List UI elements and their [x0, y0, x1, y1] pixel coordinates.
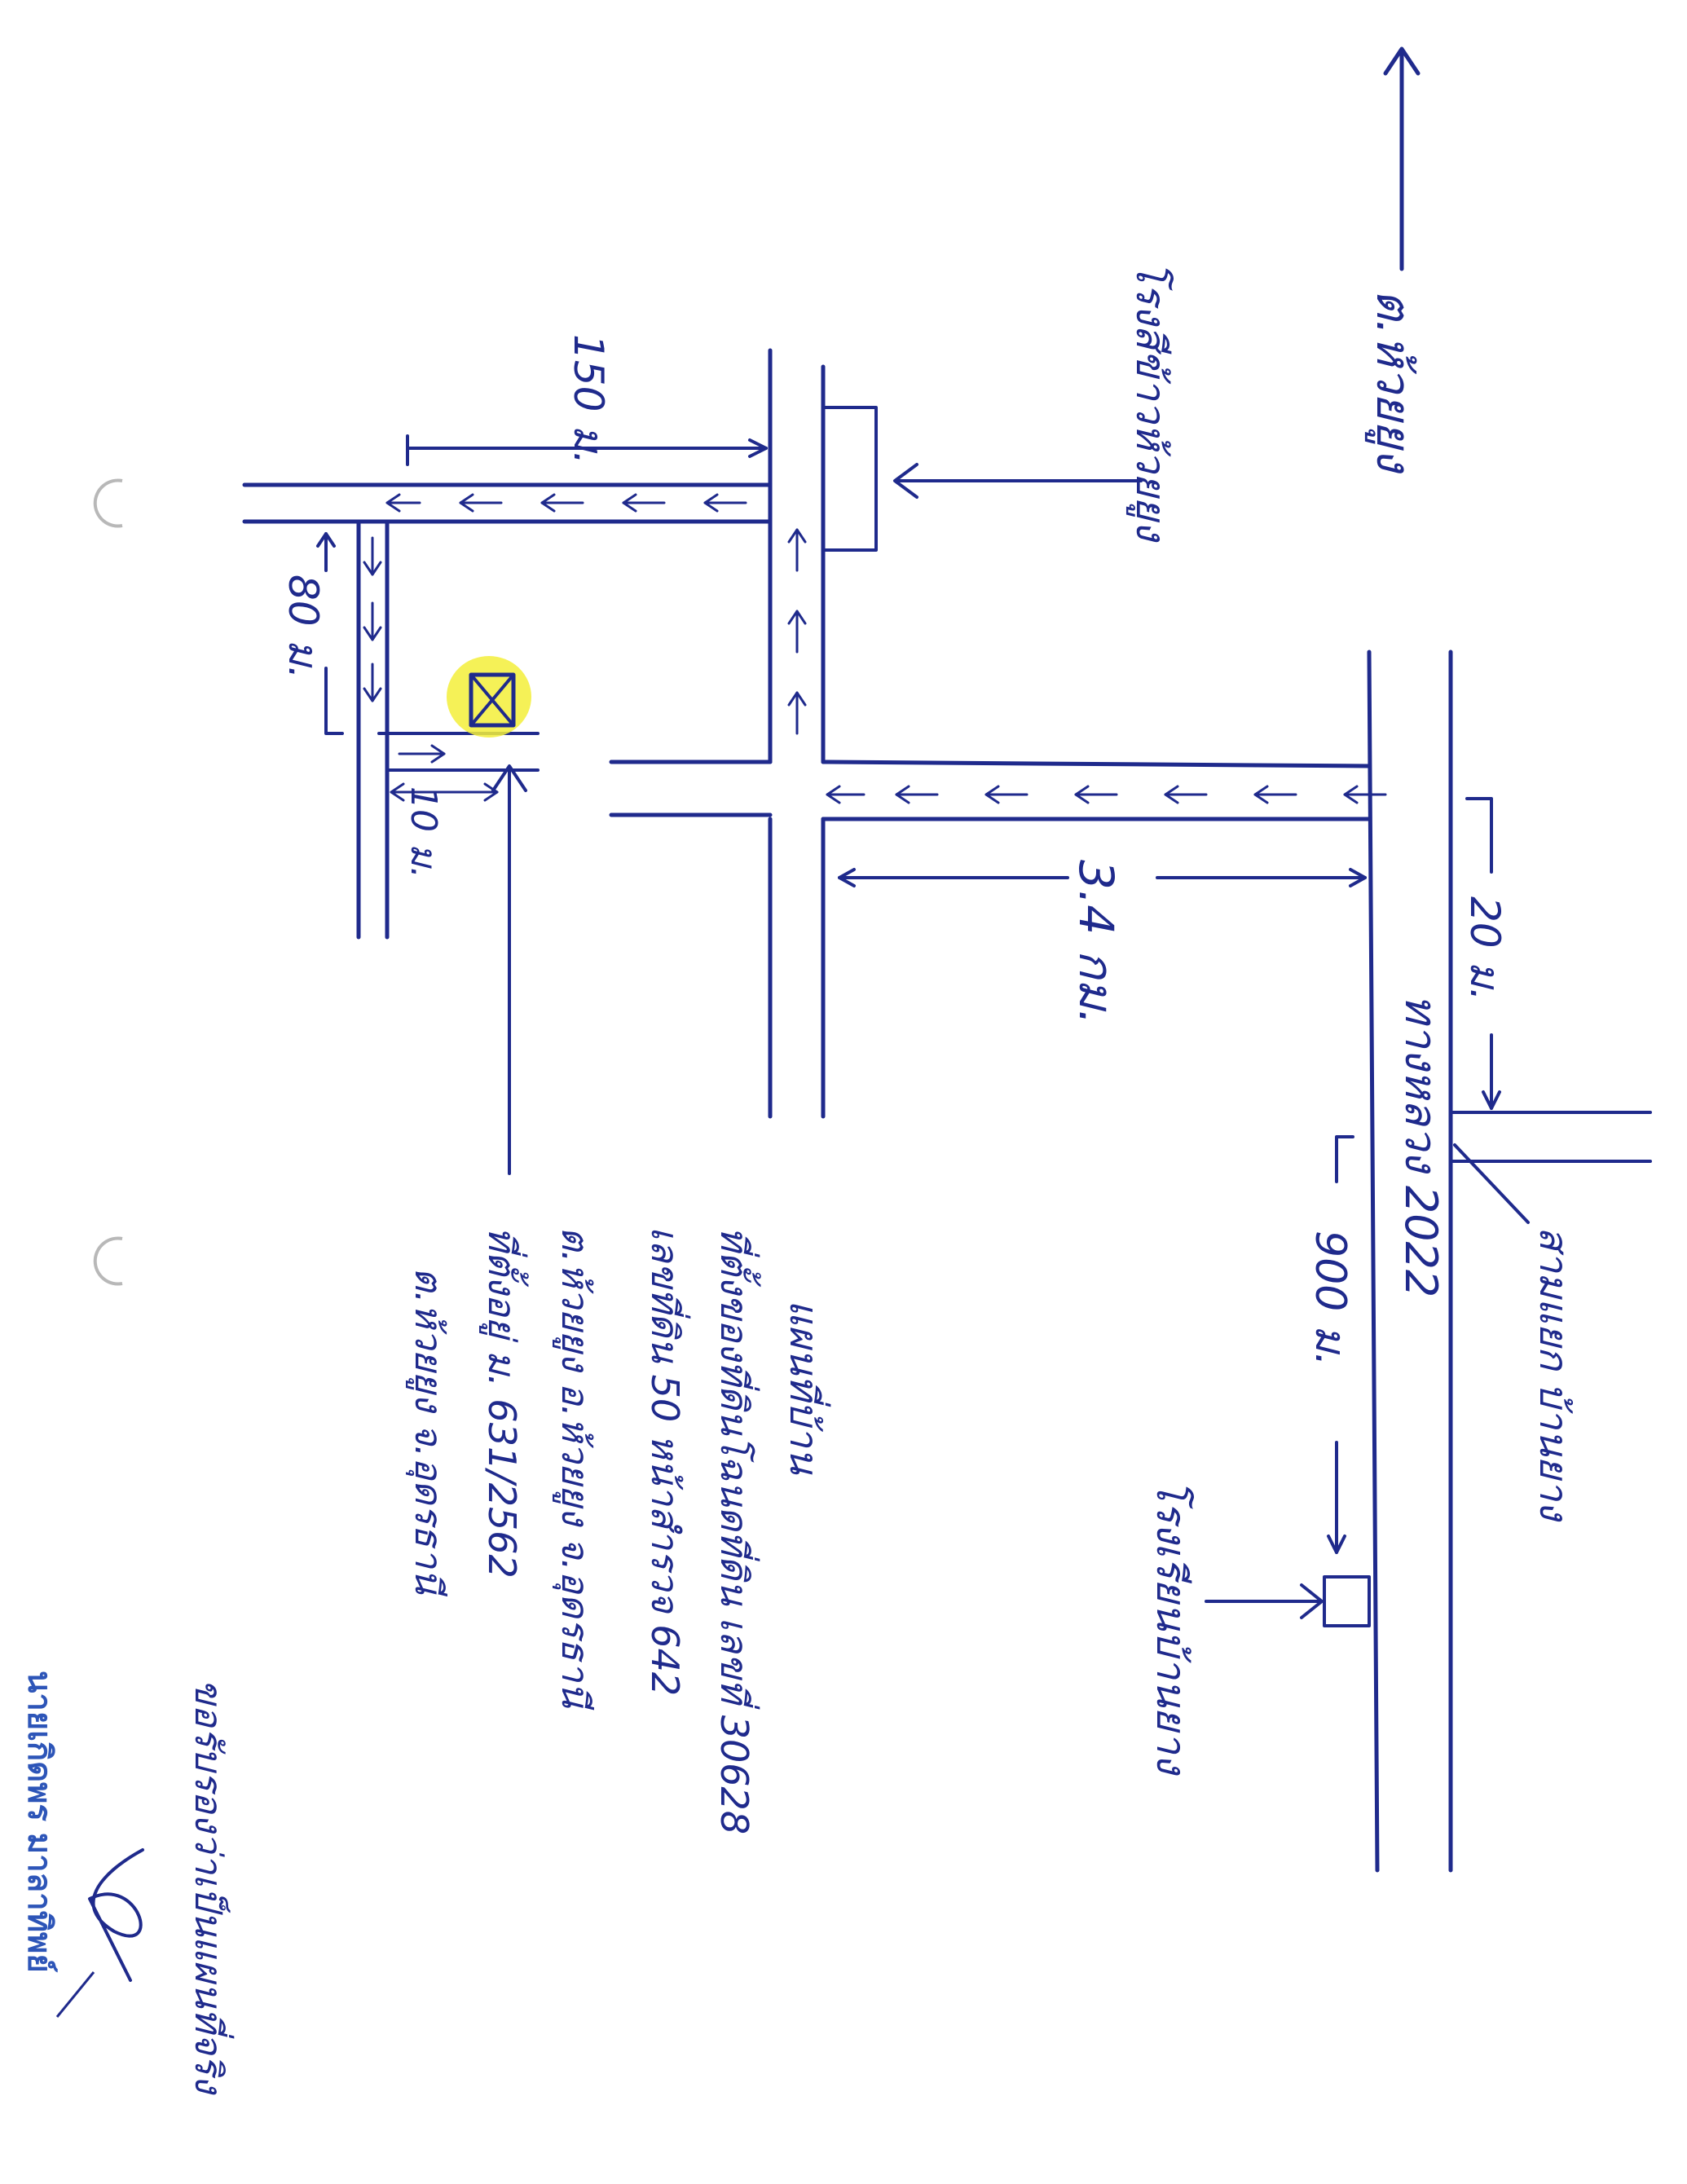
note-line: ต.ห้วยยูง อ.ห้วยยูง จ.อุดรธานี — [553, 1226, 597, 1711]
labels: ต.ห้วยยูง โรงสีข้าวห้วยยูง 150 ม. 80 ม. … — [280, 261, 1576, 1777]
school-marker — [1323, 1575, 1371, 1627]
note-line: แผนที่บ้าน — [781, 1300, 831, 1475]
dim-80m-head — [316, 532, 336, 548]
dim-150m-line — [406, 434, 768, 466]
north-arrow — [1383, 46, 1421, 271]
intersection-pointer — [1453, 1143, 1530, 1224]
arrows-3-4km — [826, 785, 1387, 804]
stamp-name: นายเกิดพร มาลาทิพย์ — [20, 1671, 58, 1973]
rice-mill-label: โรงสีข้าวห้วยยูง — [1125, 261, 1174, 544]
dim-3-4km-head — [1349, 868, 1367, 887]
dim-10m-head — [390, 782, 405, 802]
plot-box — [469, 672, 516, 728]
dim-80m-line-bottom — [324, 667, 344, 735]
intersection-label: สามแยก บ้านยาง — [1531, 1226, 1576, 1523]
north-arrow-head — [1383, 46, 1421, 76]
plot-pointer-head — [491, 764, 527, 792]
north-label: ต.ห้วยยูง — [1364, 289, 1421, 474]
route-arrows — [363, 493, 1387, 804]
dim-10m-head — [483, 782, 499, 802]
dim-900m-line — [1335, 1135, 1354, 1183]
distance-80m-label: 80 ม. — [280, 575, 327, 679]
road-80m — [356, 519, 390, 940]
plot-cross — [469, 673, 515, 727]
road-150m — [242, 482, 773, 524]
rice-mill-box — [821, 406, 1143, 552]
dim-150m-head — [748, 438, 768, 458]
road-3-4km — [609, 760, 1372, 821]
note-line: ต.ห้วยยูง จ.อุดรธานี — [406, 1267, 451, 1597]
signature-block: ขอรับรองว่าเป็นแผนที่จริง นายเกิดพร มาลา… — [20, 1671, 235, 2096]
rice-mill-marker — [821, 406, 878, 552]
highway-2022 — [1367, 649, 1453, 1873]
signature-stroke — [55, 1971, 95, 2018]
distance-900m-label: 900 ม. — [1306, 1231, 1354, 1367]
distance-10m-label: 10 ม. — [403, 786, 444, 878]
school-pointer-head — [1300, 1583, 1324, 1619]
dim-3-4km-head — [838, 868, 856, 887]
punch-hole — [93, 478, 123, 528]
rice-mill-pointer-head — [893, 463, 918, 499]
school-label: โรงเรียนบ้านยาง — [1147, 1479, 1195, 1777]
arrows-80m — [363, 536, 382, 702]
school-box — [1205, 1575, 1371, 1627]
handwritten-signature — [88, 1848, 144, 1982]
distance-150m-label: 150 ม. — [565, 334, 612, 465]
punch-holes — [93, 478, 123, 1286]
arrows-vertical-upper — [787, 528, 807, 735]
signature-caption: ขอรับรองว่าเป็นแผนที่จริง — [187, 1679, 235, 2096]
dim-20m-head — [1482, 1090, 1501, 1110]
junction-side-road — [1449, 1111, 1652, 1163]
dim-20m-line — [1465, 797, 1493, 874]
land-plot-marker — [447, 656, 531, 1175]
highway-edge — [1367, 649, 1380, 1873]
dim-900m-head — [1327, 1535, 1346, 1554]
distance-20m-label: 20 ม. — [1461, 896, 1509, 1001]
arrows-10m — [398, 744, 446, 764]
distance-3-4km-label: 3.4 กม. — [1068, 860, 1124, 1024]
road-edge — [821, 760, 1372, 768]
arrows-150m — [385, 493, 747, 513]
highway-label: ทางหลวง 2022 — [1395, 994, 1447, 1297]
note-line: ที่ตั้งอยู่ ม. 631/2562 — [479, 1226, 529, 1579]
note-line: เลขที่ดิน 50 หน้าสำรวจ 642 — [643, 1226, 691, 1696]
road-10m — [377, 732, 540, 772]
dimension-lines — [316, 434, 1530, 1554]
land-note: แผนที่บ้าน ที่ตั้งของที่ดินโฉนดที่ดิน เล… — [406, 1226, 831, 1834]
note-line: ที่ตั้งของที่ดินโฉนดที่ดิน เลขที่ 30628 — [712, 1226, 761, 1834]
punch-hole — [93, 1236, 123, 1286]
